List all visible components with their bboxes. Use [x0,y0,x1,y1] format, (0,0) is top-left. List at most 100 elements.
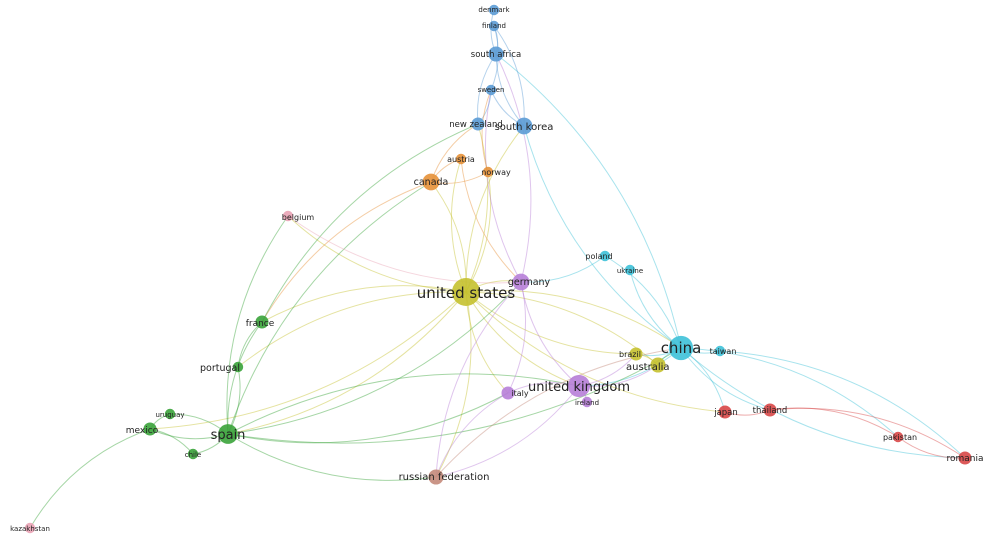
link-pakistan-romania [897,436,966,459]
link-france-new-zealand [261,123,479,323]
label-austria: austria [447,155,475,164]
link-spain-canada [227,181,432,435]
link-united-states-norway [465,171,492,293]
label-ireland: ireland [575,399,599,407]
node-china[interactable] [668,335,694,361]
node-kazakhstan[interactable] [24,522,36,534]
node-united-kingdom[interactable] [567,374,591,398]
node-uruguay[interactable] [164,408,176,420]
link-united-states-china [465,290,682,349]
node-sweden[interactable] [485,84,497,96]
link-poland-germany [520,255,606,283]
node-spain[interactable] [218,424,238,444]
label-norway: norway [481,168,511,177]
link-china-south-africa [495,53,682,349]
label-canada: canada [414,177,449,188]
link-italy-russian-federation [435,392,509,478]
link-united-states-austria [450,158,467,293]
node-finland[interactable] [488,20,500,32]
label-sweden: sweden [478,86,505,94]
label-belgium: belgium [282,213,315,222]
node-australia[interactable] [650,357,666,373]
link-united-states-mexico [149,291,467,430]
link-taiwan-romania [719,350,966,459]
link-norway-sweden [481,89,492,173]
node-south-africa[interactable] [488,46,504,62]
label-russian-federation: russian federation [399,472,490,483]
link-germany-sweden [484,89,522,283]
link-united-kingdom-germany [520,281,580,387]
link-china-pakistan [680,347,899,438]
link-united-states-belgium [287,215,467,293]
link-spain-germany [227,281,522,435]
label-kazakhstan: kazakhstan [10,525,50,533]
node-brazil[interactable] [629,347,643,361]
link-spain-italy [227,392,509,444]
link-thailand-romania [769,407,966,459]
link-united-states-portugal [237,291,467,368]
label-taiwan: taiwan [710,347,737,356]
node-taiwan[interactable] [714,345,726,357]
label-portugal: portugal [200,363,240,374]
node-russian-federation[interactable] [428,469,444,485]
link-united-states-russian-federation [435,291,472,478]
link-united-states-south-korea [465,125,525,293]
label-mexico: mexico [126,426,159,436]
link-china-ukraine [629,269,682,349]
links-layer [29,9,966,529]
link-spain-france [227,321,263,435]
label-germany: germany [508,277,551,288]
node-norway[interactable] [482,166,494,178]
node-poland[interactable] [599,250,611,262]
link-germany-russian-federation [435,281,522,478]
link-united-states-canada [430,181,467,293]
node-ukraine[interactable] [624,264,636,276]
label-poland: poland [585,252,612,261]
node-south-korea[interactable] [515,117,533,135]
label-france: france [246,319,275,329]
nodes-layer [24,4,972,534]
label-brazil: brazil [619,350,641,359]
label-uruguay: uruguay [155,411,184,419]
link-russian-federation-china [435,347,682,478]
node-canada[interactable] [422,173,440,191]
label-romania: romania [946,454,983,464]
link-thailand-pakistan [769,407,899,438]
link-spain-russian-federation [227,433,437,481]
node-thailand[interactable] [763,403,777,417]
label-finland: finland [482,22,506,30]
node-united-states[interactable] [452,278,480,306]
node-new-zealand[interactable] [471,117,485,131]
node-austria[interactable] [455,153,467,165]
link-belgium-germany [287,215,522,284]
link-united-states-japan [465,291,726,413]
link-united-states-france [261,285,467,323]
link-spain-china [227,347,682,444]
label-south-korea: south korea [495,122,554,133]
node-chile[interactable] [187,448,199,460]
label-china: china [661,339,702,357]
label-australia: australia [626,362,670,373]
node-france[interactable] [255,315,269,329]
node-mexico[interactable] [143,422,157,436]
link-austria-germany [460,158,522,283]
node-belgium[interactable] [282,210,294,222]
node-germany[interactable] [512,273,530,291]
node-romania[interactable] [958,451,972,465]
link-united-states-brazil [465,291,637,355]
link-mexico-kazakhstan [29,428,151,529]
node-portugal[interactable] [232,361,244,373]
node-ireland[interactable] [581,396,593,408]
node-japan[interactable] [718,405,732,419]
label-ukraine: ukraine [617,267,643,275]
node-italy[interactable] [501,386,515,400]
label-pakistan: pakistan [883,433,917,442]
label-spain: spain [211,428,246,443]
node-pakistan[interactable] [892,431,904,443]
link-china-poland [604,255,682,349]
node-denmark[interactable] [488,4,500,16]
label-south-africa: south africa [471,50,521,60]
link-united-states-united-kingdom [465,291,580,387]
